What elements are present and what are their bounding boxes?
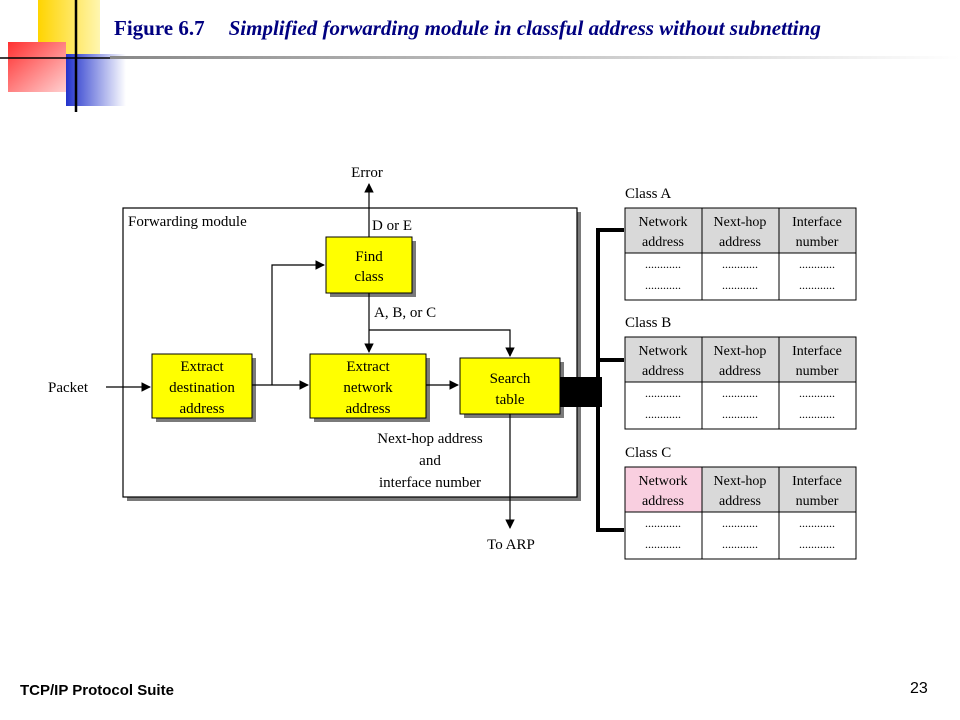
extract-network-box (309, 353, 427, 419)
table-header-line: number (796, 364, 839, 379)
find-class-box (325, 236, 413, 294)
table-cell: ............ (722, 386, 758, 400)
figure-number: Figure 6.7 (114, 16, 205, 40)
table-header-line: address (719, 494, 761, 509)
module-label: Forwarding module (128, 214, 247, 230)
table-cell: ............ (799, 257, 835, 271)
table-class-c: Class C Network address Next-hop address… (624, 445, 857, 560)
table-header-cell (778, 466, 857, 513)
table-header-cell (701, 207, 780, 254)
table-header-cell (778, 336, 857, 383)
d-or-e-label: D or E (372, 218, 412, 234)
find-class-line-1: Find (355, 249, 383, 265)
table-header-line: Network (639, 474, 688, 489)
table-header-cell (624, 336, 703, 383)
table-cell: ............ (722, 257, 758, 271)
table-cell: ............ (645, 257, 681, 271)
table-header-line: address (719, 364, 761, 379)
table-cell: ............ (645, 407, 681, 421)
table-cell: ............ (722, 537, 758, 551)
figure-title: Simplified forwarding module in classful… (228, 16, 821, 40)
table-title: Class A (625, 186, 671, 202)
title-underline (110, 56, 960, 59)
abc-label: A, B, or C (374, 305, 436, 321)
table-cell: ............ (799, 278, 835, 292)
nexthop-line-1: Next-hop address (377, 431, 483, 447)
footer-source: TCP/IP Protocol Suite (20, 682, 174, 699)
extract-dest-line-1: Extract (180, 359, 224, 375)
table-header-line: Interface (792, 344, 842, 359)
search-table-line-2: table (495, 392, 524, 408)
table-header-line: number (796, 235, 839, 250)
table-header-cell (701, 466, 780, 513)
find-class-line-2: class (354, 269, 383, 285)
corner-decoration (0, 0, 130, 112)
table-header-line: address (642, 364, 684, 379)
nexthop-line-2: and (419, 453, 441, 469)
extract-network-line-2: network (343, 380, 393, 396)
table-cell: ............ (722, 278, 758, 292)
table-bus (596, 228, 624, 532)
table-header-line: address (642, 494, 684, 509)
table-cell: ............ (722, 516, 758, 530)
table-cell: ............ (799, 386, 835, 400)
table-class-a: Class A Network address Next-hop address… (624, 186, 857, 301)
search-table-box (459, 357, 561, 415)
table-cell: ............ (799, 407, 835, 421)
table-header-line: address (642, 235, 684, 250)
table-cell: ............ (645, 386, 681, 400)
table-header-line: Interface (792, 474, 842, 489)
extract-network-line-3: address (346, 401, 391, 417)
table-header-line: Network (639, 344, 688, 359)
table-cell: ............ (799, 537, 835, 551)
table-header-cell (778, 207, 857, 254)
table-title: Class B (625, 315, 671, 331)
abc-to-search-arrow (369, 329, 515, 357)
table-cell: ............ (722, 407, 758, 421)
page-number: 23 (910, 680, 928, 697)
packet-label: Packet (48, 380, 89, 396)
extract-network-line-1: Extract (346, 359, 390, 375)
table-header-line: Next-hop (714, 474, 767, 489)
extract-dest-box (151, 353, 253, 419)
error-label: Error (351, 165, 383, 181)
extract-dest-line-2: destination (169, 380, 235, 396)
table-header-line: Network (639, 215, 688, 230)
to-arp-label: To ARP (487, 537, 535, 553)
slide-title: Figure 6.7 Simplified forwarding module i… (114, 16, 821, 41)
table-cell: ............ (645, 537, 681, 551)
dest-to-findclass-arrow (271, 260, 325, 385)
table-header-line: number (796, 494, 839, 509)
table-header-line: Interface (792, 215, 842, 230)
table-cell: ............ (799, 516, 835, 530)
nexthop-line-3: interface number (379, 475, 481, 491)
extract-dest-line-3: address (180, 401, 225, 417)
table-title: Class C (625, 445, 671, 461)
table-header-line: Next-hop (714, 215, 767, 230)
search-table-line-1: Search (490, 371, 531, 387)
table-class-b: Class B Network address Next-hop address… (624, 315, 857, 430)
table-header-cell-highlighted (624, 466, 703, 513)
table-header-cell (624, 207, 703, 254)
table-header-line: Next-hop (714, 344, 767, 359)
table-header-line: address (719, 235, 761, 250)
table-connector-block (560, 377, 602, 407)
table-cell: ............ (645, 516, 681, 530)
table-cell: ............ (645, 278, 681, 292)
red-square (8, 42, 66, 92)
